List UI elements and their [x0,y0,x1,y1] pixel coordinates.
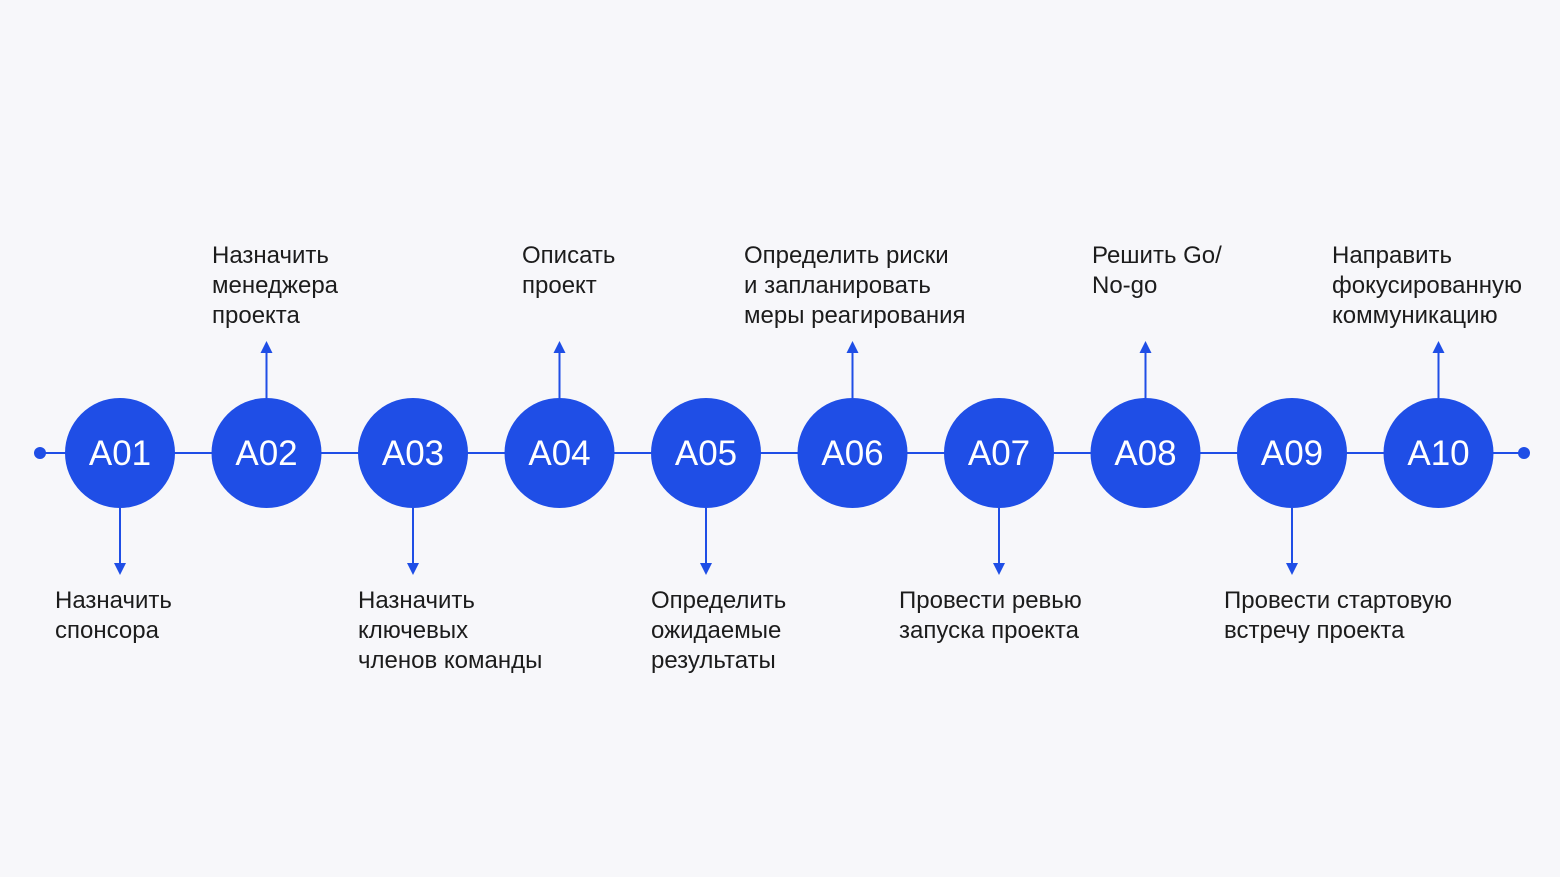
step-code-10: A10 [1407,434,1469,473]
step-label-8: Решить Go/ No-go [1092,242,1222,299]
arrowhead-10 [1432,341,1445,353]
step-node-3 [358,398,468,508]
step-node-4 [504,398,615,508]
step-node-1 [65,398,175,508]
step-code-9: A09 [1261,434,1323,473]
arrowhead-4 [553,341,566,353]
arrowhead-2 [260,341,273,353]
step-code-6: A06 [821,434,883,473]
step-code-1: A01 [89,434,151,473]
step-label-10: Направить фокусированную коммуникацию [1332,242,1523,329]
step-node-5 [651,398,761,508]
step-label-5: Определить ожидаемые результаты [651,587,787,674]
arrowhead-1 [114,563,126,575]
step-code-3: A03 [382,434,444,473]
timeline-start-dot [34,447,46,459]
step-code-4: A04 [528,434,590,473]
arrowhead-5 [700,563,712,575]
step-label-1: Назначить спонсора [55,587,172,644]
step-node-9 [1237,398,1347,508]
step-code-2: A02 [235,434,297,473]
step-node-10 [1383,398,1494,508]
step-node-2 [211,398,322,508]
step-label-4: Описать проект [522,242,616,299]
step-label-6: Определить риски и запланировать меры ре… [744,242,966,329]
step-node-8 [1090,398,1201,508]
step-code-7: A07 [968,434,1030,473]
arrowhead-9 [1286,563,1298,575]
step-label-2: Назначить менеджера проекта [212,242,339,329]
arrowhead-6 [846,341,859,353]
step-label-9: Провести стартовую встречу проекта [1224,587,1453,644]
step-label-7: Провести ревью запуска проекта [899,587,1082,644]
step-node-7 [944,398,1054,508]
arrowhead-7 [993,563,1005,575]
step-code-5: A05 [675,434,737,473]
step-node-6 [797,398,908,508]
arrowhead-8 [1139,341,1152,353]
step-code-8: A08 [1114,434,1176,473]
timeline-end-dot [1518,447,1530,459]
arrowhead-3 [407,563,419,575]
step-label-3: Назначить ключевых членов команды [358,587,543,674]
